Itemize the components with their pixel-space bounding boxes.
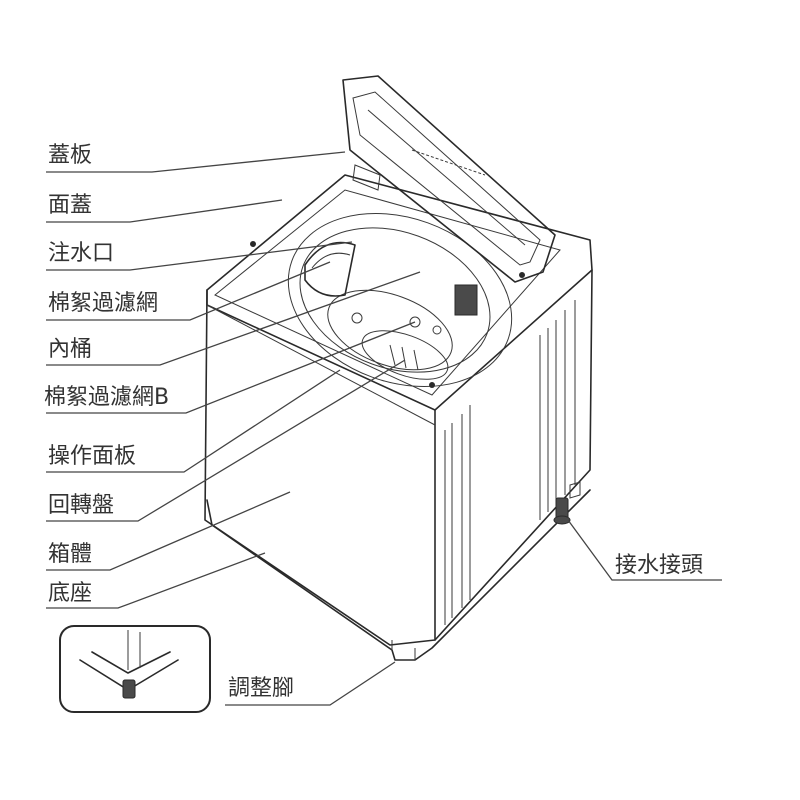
label-pulsator: 回轉盤 bbox=[48, 493, 114, 518]
pulsator-part bbox=[361, 330, 449, 380]
label-top-cover: 面蓋 bbox=[48, 193, 92, 218]
side-ridges bbox=[444, 405, 471, 625]
cabinet-outline bbox=[204, 269, 593, 646]
label-adjustable-foot: 調整腳 bbox=[228, 676, 294, 701]
label-cabinet: 箱體 bbox=[48, 542, 92, 567]
leader-lines bbox=[46, 151, 722, 706]
label-water-inlet: 注水口 bbox=[48, 241, 114, 266]
label-lid: 蓋板 bbox=[48, 143, 92, 168]
lid-part bbox=[342, 75, 556, 283]
label-inner-tub: 內桶 bbox=[48, 337, 92, 362]
label-water-connector: 接水接頭 bbox=[615, 553, 703, 578]
tub-hole bbox=[351, 312, 363, 324]
lint-filter-b-part bbox=[454, 284, 478, 316]
label-base: 底座 bbox=[48, 581, 92, 606]
screw-dot bbox=[429, 382, 435, 388]
tub-inner-rim bbox=[299, 227, 491, 373]
label-lint-filter-b: 棉絮過濾網B bbox=[44, 385, 169, 410]
tub-hole bbox=[409, 316, 421, 328]
labels: 蓋板 面蓋 注水口 棉絮過濾網 內桶 棉絮過濾網B 操作面板 回轉盤 箱體 底座… bbox=[44, 143, 703, 701]
tub-hole bbox=[432, 325, 442, 335]
top-cover-inner bbox=[214, 189, 561, 396]
side-ridges-rear bbox=[564, 300, 576, 495]
pulsator-vanes bbox=[389, 344, 419, 371]
adjustable-foot-inset bbox=[59, 625, 211, 713]
label-control-panel: 操作面板 bbox=[48, 444, 136, 469]
foot-stub bbox=[391, 640, 416, 660]
water-connector-part bbox=[553, 481, 581, 525]
lint-filter-part bbox=[304, 241, 356, 297]
foot-icon bbox=[122, 679, 136, 699]
base-outline bbox=[206, 489, 591, 661]
water-inlet-part bbox=[352, 164, 381, 191]
screw-dot bbox=[519, 272, 525, 278]
tub-bottom bbox=[327, 289, 453, 371]
cabinet-top-edge bbox=[206, 304, 436, 426]
washing-machine-illustration bbox=[204, 75, 593, 661]
tub-rim bbox=[287, 212, 513, 388]
label-lint-filter: 棉絮過濾網 bbox=[48, 291, 158, 316]
screw-dot bbox=[250, 241, 256, 247]
side-ridges-back bbox=[539, 320, 557, 520]
